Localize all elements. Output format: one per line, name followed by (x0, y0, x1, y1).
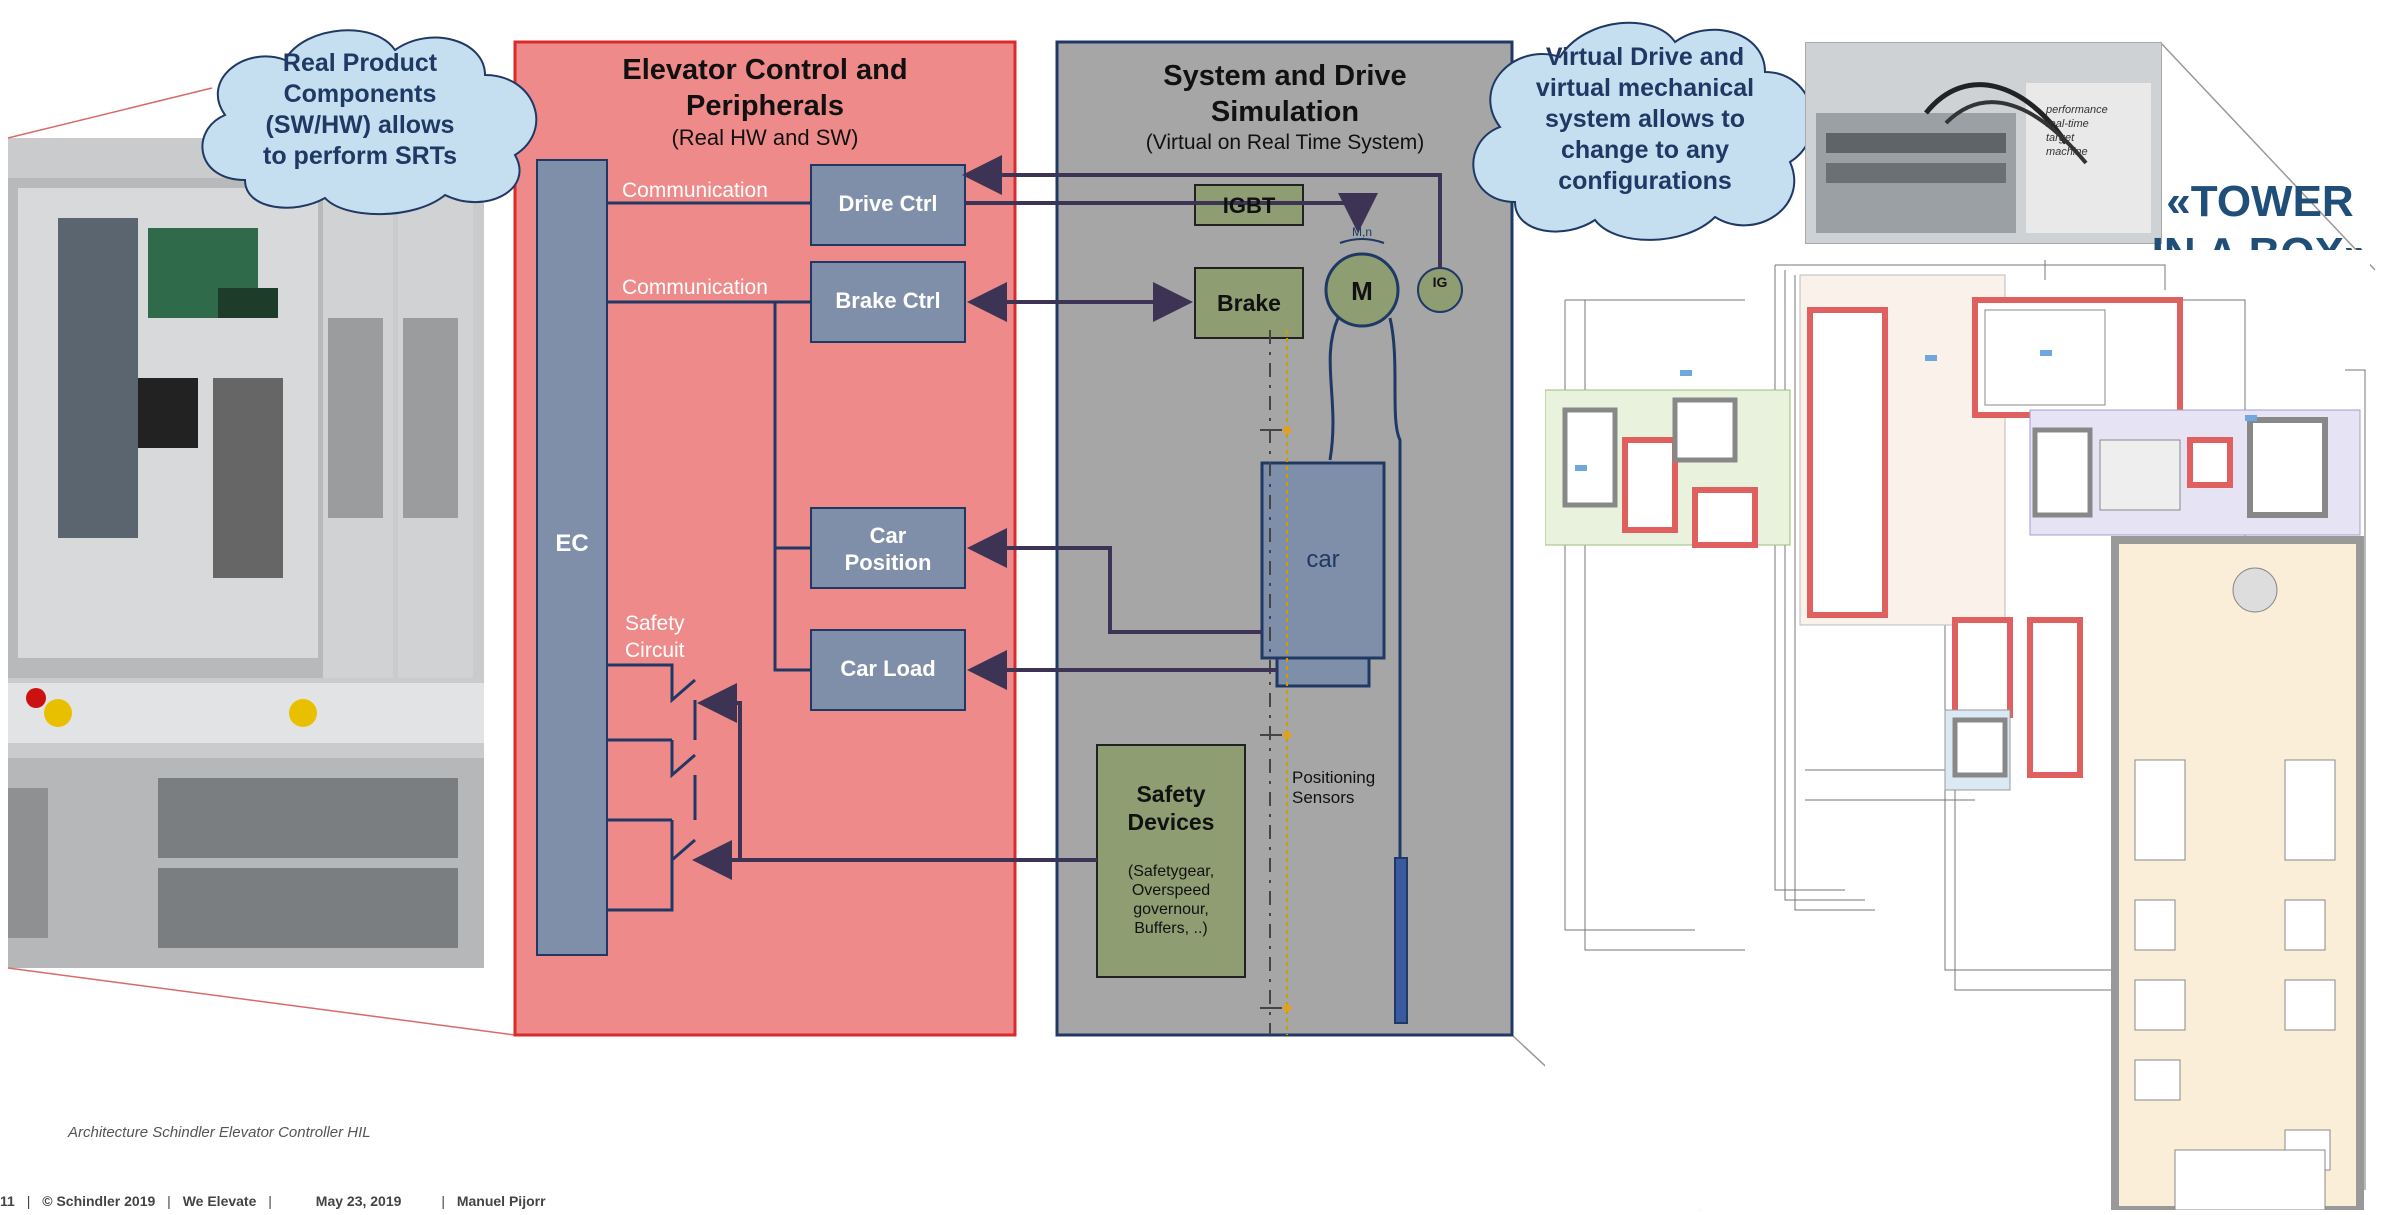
safety-details-label: (Safetygear, Overspeed governour, Buffer… (1097, 862, 1245, 938)
cloud-right-line4: change to any (1560, 136, 1730, 164)
safety-devices-label: Safety Devices (1097, 780, 1245, 836)
motor-small-label: M,n (1351, 225, 1372, 239)
right-title-line1: System and Drive (1163, 60, 1407, 92)
left-title-line1: Elevator Control and (622, 54, 908, 86)
positioning-label: Positioning Sensors (1292, 768, 1375, 808)
brake-ctrl-box (810, 261, 966, 343)
cloud-right-line1: Virtual Drive and (1545, 43, 1745, 71)
drive-ctrl-label: Drive Ctrl (838, 191, 938, 216)
brake-label: Brake (1217, 290, 1281, 316)
footer-author: Manuel Pijorr (456, 1193, 546, 1209)
svg-text:performance: performance (2045, 104, 2108, 116)
right-title-line2: Simulation (1210, 96, 1360, 128)
footer: 11 | © Schindler 2019 | We Elevate | May… (0, 1193, 546, 1209)
car-position-line2: Position (844, 550, 932, 575)
cloud-right-line5: configurations (1558, 167, 1732, 195)
safety-devices-line2: Devices (1127, 809, 1215, 835)
safety-circuit-label: Safety Circuit (625, 610, 685, 664)
cloud-right-line2: virtual mechanical (1535, 74, 1755, 102)
safety-circuit-line1: Safety (625, 612, 685, 635)
footer-copyright: © Schindler 2019 (42, 1193, 156, 1209)
cloud-left-shape (201, 29, 538, 216)
right-panel-subtitle: (Virtual on Real Time System) (1145, 131, 1425, 154)
footer-slogan: We Elevate (182, 1193, 257, 1209)
car-box (1260, 461, 1386, 660)
car-position-box (810, 507, 966, 589)
left-panel-title: Elevator Control and Peripherals (515, 52, 1015, 124)
comm-label-2: Communication (622, 276, 768, 299)
brake-box (1194, 267, 1304, 339)
footer-sep-4: | (441, 1193, 445, 1209)
ec-label: EC (555, 530, 589, 557)
car-load-box (810, 629, 966, 711)
right-panel-title: System and Drive Simulation (1110, 58, 1460, 130)
cloud-left-line4: to perform SRTs (263, 142, 457, 170)
motor-circle (1324, 252, 1400, 328)
safety-details-line4: Buffers, ..) (1134, 920, 1208, 937)
car-position-line1: Car (869, 523, 907, 548)
car-load-label: Car Load (840, 656, 936, 681)
simulation-model-screenshot (1545, 250, 2370, 1210)
positioning-line1: Positioning (1292, 768, 1376, 787)
footer-page: 11 (0, 1193, 15, 1209)
counterweight (1394, 857, 1408, 1024)
cloud-left-line3: (SW/HW) allows (265, 111, 455, 139)
ec-bar (536, 159, 608, 956)
left-panel-subtitle: (Real HW and SW) (671, 125, 859, 150)
footer-sep-2: | (167, 1193, 171, 1209)
safety-devices-line1: Safety (1136, 781, 1206, 807)
safety-details-line2: Overspeed (1131, 882, 1211, 899)
brake-ctrl-label: Brake Ctrl (835, 288, 941, 313)
car-position-label: Car Position (811, 522, 965, 576)
svg-text:target: target (2046, 132, 2075, 144)
footer-sep-3: | (268, 1193, 272, 1209)
controller-cabinet-photo (8, 138, 484, 968)
car-load-plate (1275, 656, 1371, 688)
drive-ctrl-box (810, 164, 966, 246)
svg-text:machine: machine (2046, 146, 2088, 158)
safety-details-line1: (Safetygear, (1127, 863, 1215, 880)
footer-date: May 23, 2019 (315, 1193, 402, 1209)
svg-text:real-time: real-time (2046, 118, 2089, 130)
cloud-left-line1: Real Product (282, 49, 438, 77)
cloud-left-line2: Components (283, 80, 437, 108)
realtime-machine-photo: performance real-time target machine (1805, 42, 2162, 244)
car-label: car (1306, 546, 1340, 573)
safety-devices-box (1096, 744, 1246, 978)
ig-label: IG (1432, 274, 1448, 290)
left-title-line2: Peripherals (686, 90, 844, 122)
positioning-line2: Sensors (1292, 788, 1355, 807)
cloud-left-text: Real Product Components (SW/HW) allows t… (230, 48, 490, 172)
footer-sep-1: | (26, 1193, 31, 1209)
cloud-right-shape (1472, 21, 1814, 241)
motor-label: M (1351, 276, 1373, 306)
cloud-right-line3: system allows to (1544, 105, 1746, 133)
safety-details-line3: governour, (1133, 901, 1209, 918)
tower-line1: «TOWER (2166, 177, 2354, 226)
safety-circuit-line2: Circuit (625, 639, 685, 662)
caption: Architecture Schindler Elevator Controll… (68, 1124, 371, 1141)
cloud-right-text: Virtual Drive and virtual mechanical sys… (1505, 42, 1785, 197)
comm-label-1: Communication (622, 179, 768, 202)
igbt-label: IGBT (1222, 193, 1276, 218)
